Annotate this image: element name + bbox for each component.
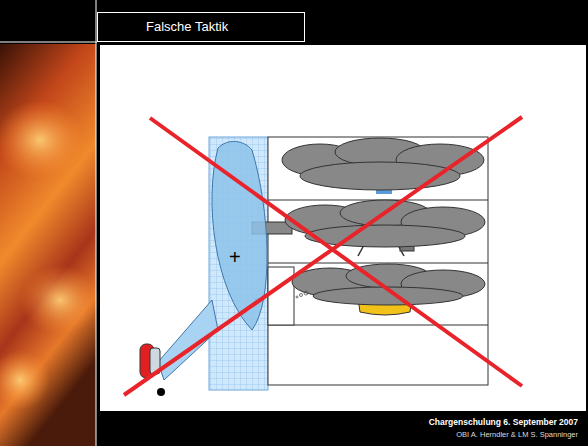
fire-glow [0, 350, 50, 410]
slide-title: Falsche Taktik [146, 19, 228, 34]
frame-line [0, 42, 97, 43]
plus-sign: + [229, 246, 241, 269]
footer-event: Chargenschulung 6. September 2007 [429, 417, 578, 427]
fire-glow [0, 100, 85, 180]
fire-glow [20, 265, 100, 335]
building [268, 137, 488, 385]
cross-line [124, 117, 522, 395]
smoke-cloud [292, 264, 485, 305]
footer-authors: OBI A. Herndler & LM S. Spanninger [456, 430, 578, 439]
floor-line [268, 263, 488, 264]
stairwell [209, 137, 268, 390]
frame-line [96, 0, 97, 446]
door [268, 267, 294, 325]
content-panel [100, 45, 586, 411]
floor-line [268, 325, 488, 326]
title-box: Falsche Taktik [97, 12, 305, 42]
spray-cone [158, 300, 218, 380]
hose-end [157, 388, 165, 396]
